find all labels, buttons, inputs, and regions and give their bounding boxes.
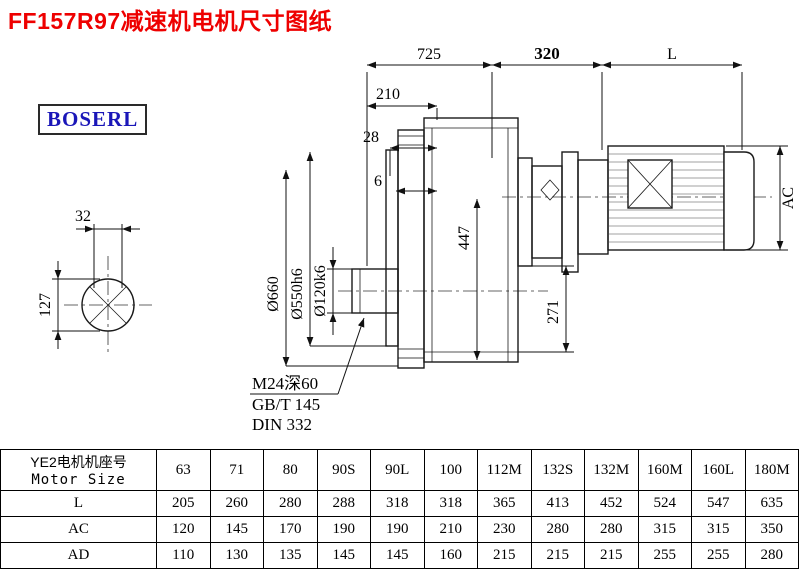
dim-label-320: 320 xyxy=(534,44,560,63)
dim-value-cell: 145 xyxy=(370,542,425,569)
dim-value-cell: 365 xyxy=(477,490,532,517)
dim-label-6: 6 xyxy=(374,173,382,190)
dim-value-cell: 280 xyxy=(263,490,318,517)
motor-frame-col-header: 71 xyxy=(209,449,264,491)
motor-frame-col-header: 180M xyxy=(744,449,799,491)
motor-frame-col-header: 132S xyxy=(530,449,585,491)
fan-cowl xyxy=(723,151,755,251)
dim-value-cell: 315 xyxy=(637,516,692,543)
dim-value-cell: 524 xyxy=(637,490,692,517)
motor-size-header: YE2电机机座号 Motor Size xyxy=(0,449,157,491)
dim-label-127: 127 xyxy=(37,293,54,317)
dim-value-cell: 288 xyxy=(316,490,371,517)
dim-value-cell: 260 xyxy=(209,490,264,517)
motor-side-view xyxy=(517,145,755,273)
dim-label-d120: Ø120k6 xyxy=(312,265,329,317)
dim-value-cell: 452 xyxy=(584,490,639,517)
dim-value-cell: 145 xyxy=(316,542,371,569)
dim-label-210: 210 xyxy=(376,86,400,103)
note-tapped-hole: M24深60 xyxy=(252,374,318,393)
dim-label-271: 271 xyxy=(545,300,562,324)
dim-label-447: 447 xyxy=(456,226,473,250)
dim-value-cell: 255 xyxy=(691,542,746,569)
row-label: AD xyxy=(0,542,157,569)
dim-value-cell: 280 xyxy=(744,542,799,569)
dim-value-cell: 255 xyxy=(637,542,692,569)
dim-value-cell: 190 xyxy=(316,516,371,543)
dim-label-d550: Ø550h6 xyxy=(289,268,306,320)
shaft-end-view: 32 127 xyxy=(37,208,152,352)
motor-size-header-en: Motor Size xyxy=(31,472,126,488)
dim-value-cell: 130 xyxy=(209,542,264,569)
dim-label-d660: Ø660 xyxy=(265,276,282,312)
dim-value-cell: 170 xyxy=(263,516,318,543)
boserl-logo: BOSERL xyxy=(38,104,148,135)
page-title: FF157R97减速机电机尺寸图纸 xyxy=(8,8,333,34)
motor-frame-col-header: 100 xyxy=(423,449,478,491)
dim-value-cell: 215 xyxy=(477,542,532,569)
dim-label-AC: AC xyxy=(780,187,797,209)
dim-value-cell: 230 xyxy=(477,516,532,543)
note-din-332: DIN 332 xyxy=(252,415,312,434)
dimension-drawing: 32 127 xyxy=(37,44,797,434)
dim-value-cell: 413 xyxy=(530,490,585,517)
row-label: L xyxy=(0,490,157,517)
motor-frame-col-header: 90L xyxy=(370,449,425,491)
dim-value-cell: 635 xyxy=(744,490,799,517)
dim-value-cell: 280 xyxy=(530,516,585,543)
dim-value-cell: 205 xyxy=(156,490,211,517)
dim-value-cell: 318 xyxy=(370,490,425,517)
dim-value-cell: 215 xyxy=(530,542,585,569)
dim-value-cell: 135 xyxy=(263,542,318,569)
reducer-side-view xyxy=(338,117,772,369)
motor-size-header-cn: YE2电机机座号 xyxy=(30,454,127,470)
motor-frame-col-header: 160L xyxy=(691,449,746,491)
dim-value-cell: 215 xyxy=(584,542,639,569)
dim-value-cell: 350 xyxy=(744,516,799,543)
motor-frame-col-header: 112M xyxy=(477,449,532,491)
dim-value-cell: 190 xyxy=(370,516,425,543)
dim-label-32: 32 xyxy=(75,208,91,225)
dim-value-cell: 280 xyxy=(584,516,639,543)
dim-label-28: 28 xyxy=(363,129,379,146)
dim-value-cell: 318 xyxy=(423,490,478,517)
motor-frame-col-header: 63 xyxy=(156,449,211,491)
dim-value-cell: 547 xyxy=(691,490,746,517)
dim-value-cell: 315 xyxy=(691,516,746,543)
note-gbt-145: GB/T 145 xyxy=(252,395,320,414)
dim-value-cell: 120 xyxy=(156,516,211,543)
dim-label-L: L xyxy=(667,46,677,63)
motor-frame-col-header: 90S xyxy=(316,449,371,491)
motor-frame-col-header: 80 xyxy=(263,449,318,491)
dim-value-cell: 160 xyxy=(423,542,478,569)
dim-value-cell: 110 xyxy=(156,542,211,569)
dim-value-cell: 210 xyxy=(423,516,478,543)
dim-label-725: 725 xyxy=(417,46,441,63)
motor-frame-col-header: 132M xyxy=(584,449,639,491)
dimension-layer: 725 320 L 210 28 6 447 271 Ø660 Ø550h6 Ø xyxy=(250,44,797,434)
dim-value-cell: 145 xyxy=(209,516,264,543)
motor-frame-col-header: 160M xyxy=(637,449,692,491)
row-label: AC xyxy=(0,516,157,543)
